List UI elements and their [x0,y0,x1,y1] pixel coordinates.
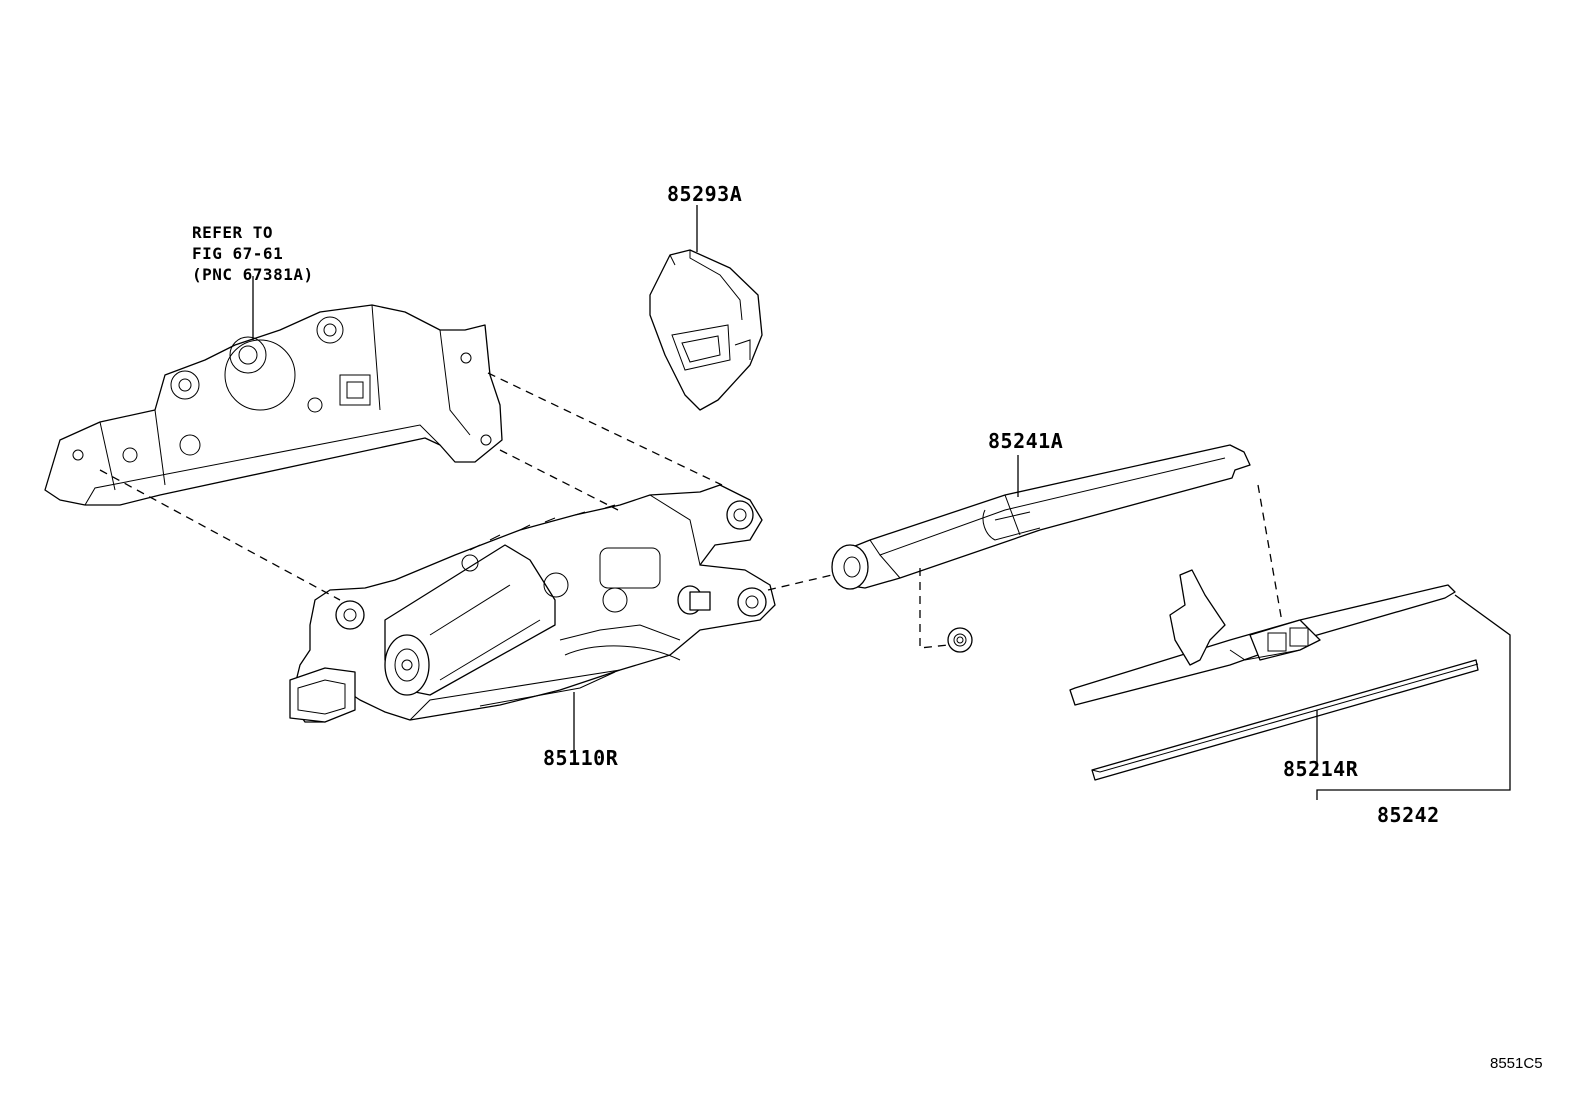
wiper-motor-85110R [289,484,776,723]
diagram-code: 8551C5 [1490,1055,1543,1072]
part-label-85293A: 85293A [667,182,743,206]
refer-to-line1: REFER TO [192,223,274,242]
mounting-panel [44,304,503,506]
part-label-85241A: 85241A [988,429,1064,453]
blade-rubber-85214R [1091,659,1479,781]
nut [947,627,973,653]
wiper-arm-85241A [831,444,1251,590]
connection-lines [99,372,1283,649]
refer-to-line3: (PNC 67381A) [192,265,314,284]
wiper-blade-85242 [1069,569,1456,706]
part-label-85242: 85242 [1377,803,1440,827]
cover-85293A [649,249,763,411]
leader-lines [252,205,1511,800]
part-label-85214R: 85214R [1283,757,1359,781]
part-label-85110R: 85110R [543,746,619,770]
refer-to-line2: FIG 67-61 [192,244,284,263]
